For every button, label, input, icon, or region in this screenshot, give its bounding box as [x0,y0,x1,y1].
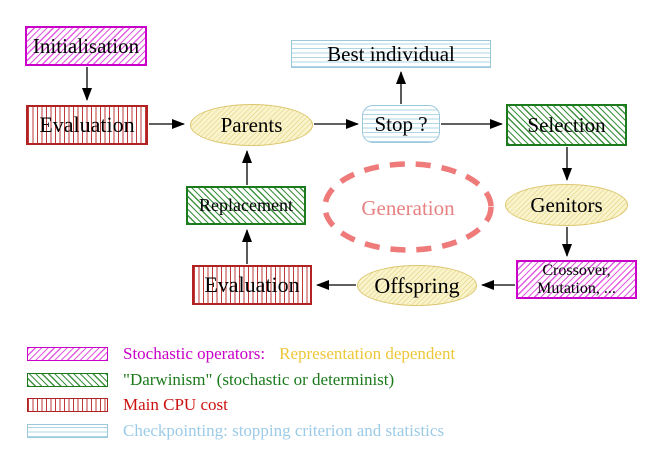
legend-swatch-red-stripes [27,398,108,412]
legend-swatch-green-hatch [27,373,108,387]
legend-label-darwinism: "Darwinism" (stochastic or determinist) [123,370,395,389]
node-parents: Parents [190,104,313,146]
legend-row-main-cpu-cost: Main CPU cost [27,395,228,415]
legend-label-checkpointing: Checkpointing: stopping criterion and st… [123,421,445,440]
node-generation-label: Generation [325,196,491,220]
legend-label-representation-dependent: Representation dependent [279,344,456,363]
node-initialisation-label: Initialisation [32,33,140,58]
node-initialisation: Initialisation [25,26,147,66]
node-best-individual: Best individual [291,40,491,68]
node-genitors-label: Genitors [530,192,603,217]
legend-label-main-cpu-cost: Main CPU cost [123,395,228,414]
node-best-individual-label: Best individual [327,41,455,66]
legend-row-stochastic-operators: Stochastic operators: Representation dep… [27,344,455,364]
node-replacement: Replacement [186,186,306,225]
legend-swatch-magenta-hatch [27,347,108,361]
node-replacement-label: Replacement [199,195,293,215]
node-crossover-line2: Mutation, ... [537,279,616,297]
node-evaluation-top-label: Evaluation [39,112,135,137]
legend-row-checkpointing: Checkpointing: stopping criterion and st… [27,421,444,441]
node-selection-label: Selection [527,112,606,137]
node-offspring-label: Offspring [374,272,460,298]
node-evaluation-bottom-label: Evaluation [204,272,300,297]
node-stop: Stop ? [362,105,440,143]
node-crossover-mutation: Crossover, Mutation, ... [516,260,637,299]
node-crossover-line1: Crossover, [542,261,611,279]
node-parents-label: Parents [220,112,283,137]
node-selection: Selection [506,104,627,146]
node-stop-label: Stop ? [374,111,428,136]
legend-swatch-cyan-stripes [27,424,108,438]
node-evaluation-bottom: Evaluation [192,265,312,305]
legend-row-darwinism: "Darwinism" (stochastic or determinist) [27,370,394,390]
legend-label-stochastic-operators: Stochastic operators: [123,344,266,363]
node-genitors: Genitors [505,184,628,226]
node-evaluation-top: Evaluation [26,105,148,145]
generation-dashed-ellipse [322,161,494,253]
node-offspring: Offspring [357,265,477,306]
generation-text: Generation [361,195,455,220]
